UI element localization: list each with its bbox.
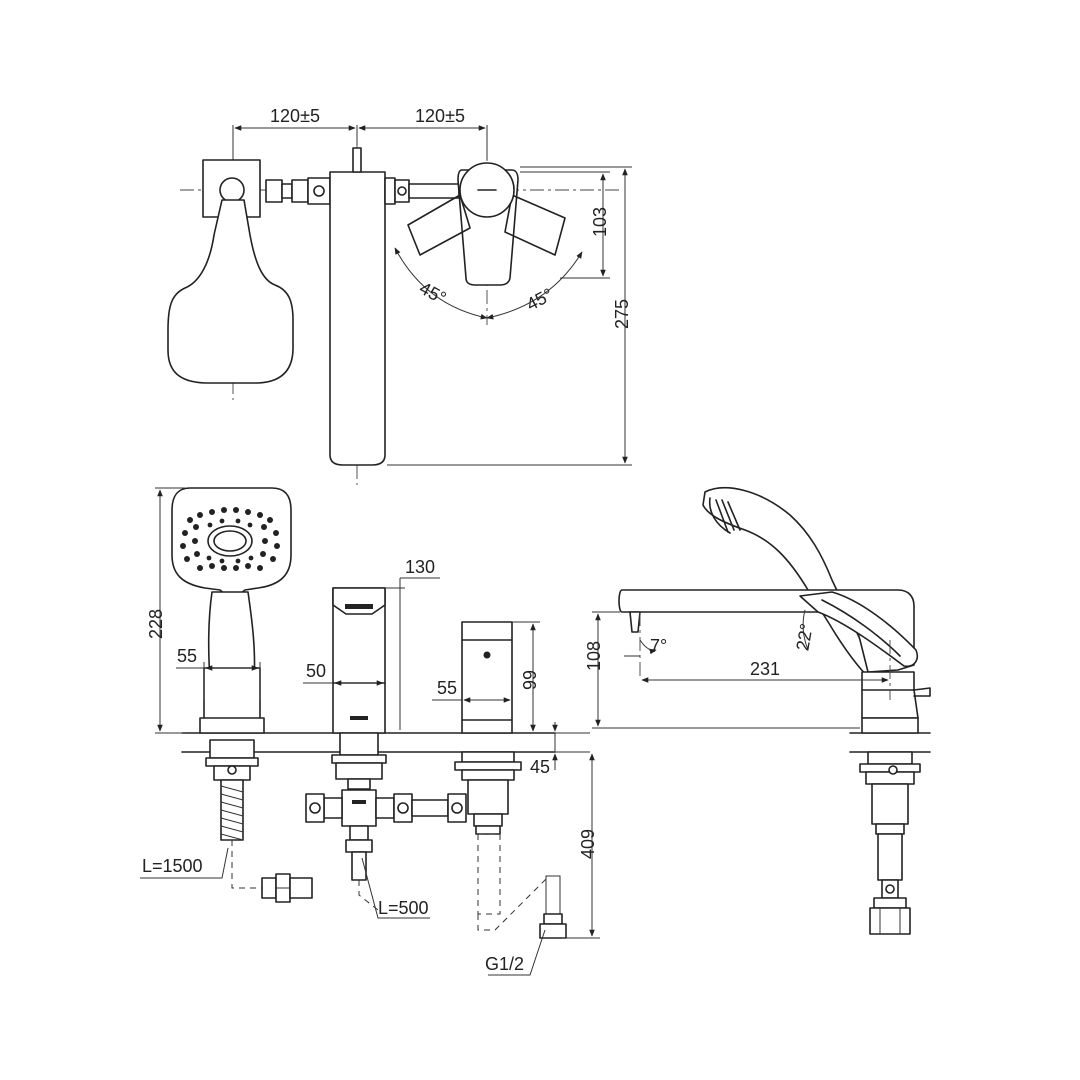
hose-length: L=1500: [142, 856, 203, 876]
front-view: L=1500 228 55: [140, 487, 600, 976]
thread-size: G1/2: [485, 954, 524, 974]
dim-handshower-base: 55: [177, 646, 197, 666]
dim-left-spacing: 120±5: [270, 106, 320, 126]
dim-under-deck: 409: [578, 829, 598, 859]
top-view: 120±5 120±5 45° 45°: [167, 106, 632, 485]
side-view: 108 231 7° 22°: [584, 487, 931, 935]
dim-total-depth: 275: [612, 299, 632, 329]
dim-deck-thickness: 45: [530, 757, 550, 777]
angle-right: 45°: [523, 284, 556, 314]
dim-right-spacing: 120±5: [415, 106, 465, 126]
dim-spout-projection: 130: [405, 557, 435, 577]
dim-spout-base: 50: [306, 661, 326, 681]
dim-body-height: 108: [584, 641, 604, 671]
angle-left: 45°: [416, 278, 449, 308]
dim-spout-reach: 231: [750, 659, 780, 679]
dim-mixer-base: 55: [437, 678, 457, 698]
dim-lever-depth: 103: [590, 207, 610, 237]
dim-mixer-height: 99: [520, 670, 540, 690]
spray-nozzles-icon: [180, 507, 280, 571]
connector-length: L=500: [378, 898, 429, 918]
angle-lever: 22°: [792, 622, 816, 652]
angle-spout: 7°: [650, 636, 667, 656]
dim-handshower-height: 228: [146, 609, 166, 639]
